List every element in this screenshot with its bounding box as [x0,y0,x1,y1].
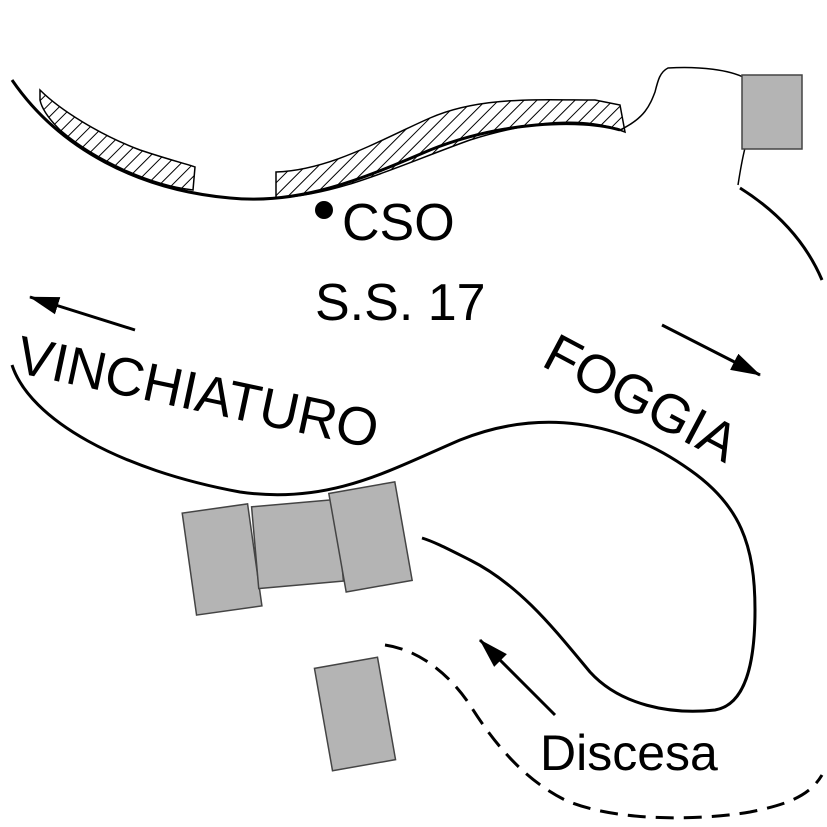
descent-path [384,643,824,820]
arrow-left-icon [29,295,136,332]
direction-label-west: VINCHIATURO [12,325,384,460]
building-1 [181,503,263,616]
building-row [181,480,414,616]
dot-marker-icon [315,201,333,219]
building-bottom [313,656,397,772]
arrow-up-left-icon [478,638,557,717]
access-path [619,66,746,131]
road-label: S.S. 17 [315,274,486,332]
road-edge-south [10,364,757,713]
road-edge-north [10,79,621,201]
hatched-wall-right [275,98,626,199]
access-path-lower [737,147,746,186]
direction-label-east: FOGGIA [534,323,748,475]
hatched-wall-left [39,88,196,191]
ramp-label: Discesa [540,725,718,781]
arrow-right-icon [661,323,761,377]
building-3 [327,480,414,593]
building-top-right [741,74,803,150]
road-edge-northeast [739,186,824,281]
marker-label: CSO [342,194,455,252]
building-2 [250,498,345,590]
